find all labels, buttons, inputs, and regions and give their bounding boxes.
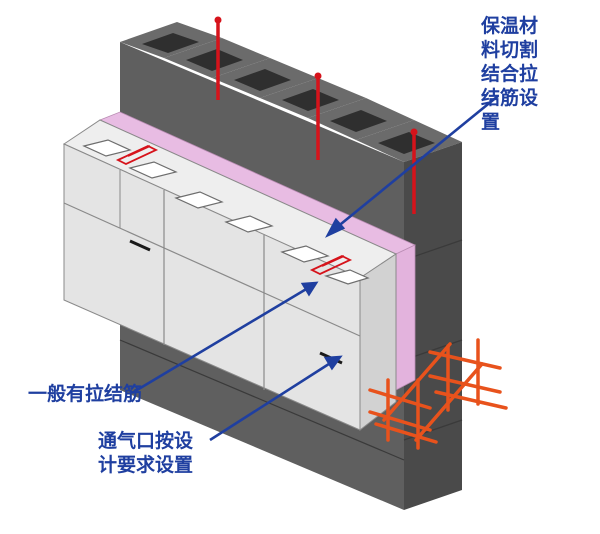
insulation-tie-label-line: 料切割	[481, 39, 539, 61]
vertical-rebars	[214, 16, 418, 214]
insulation-tie-label-line: 保温材	[481, 15, 539, 37]
vent-label-line: 计要求设置	[98, 454, 194, 476]
insulation-tie-label: 保温材 料切割 结合拉 结筋设 置	[481, 14, 538, 134]
tie-bar-marks	[115, 145, 353, 275]
insulation-tie-label-line: 结筋设	[481, 87, 539, 109]
vent-label: 通气口按设 计要求设置	[98, 429, 193, 477]
insulation-tie-label-line: 结合拉	[481, 63, 539, 85]
insulation-tie-label-line: 置	[481, 111, 501, 133]
rebar-cage	[368, 338, 508, 450]
leader-arrows	[131, 94, 499, 442]
vent-label-line: 通气口按设	[98, 430, 194, 452]
general-tie-label: 一般有拉结筋	[28, 383, 143, 405]
